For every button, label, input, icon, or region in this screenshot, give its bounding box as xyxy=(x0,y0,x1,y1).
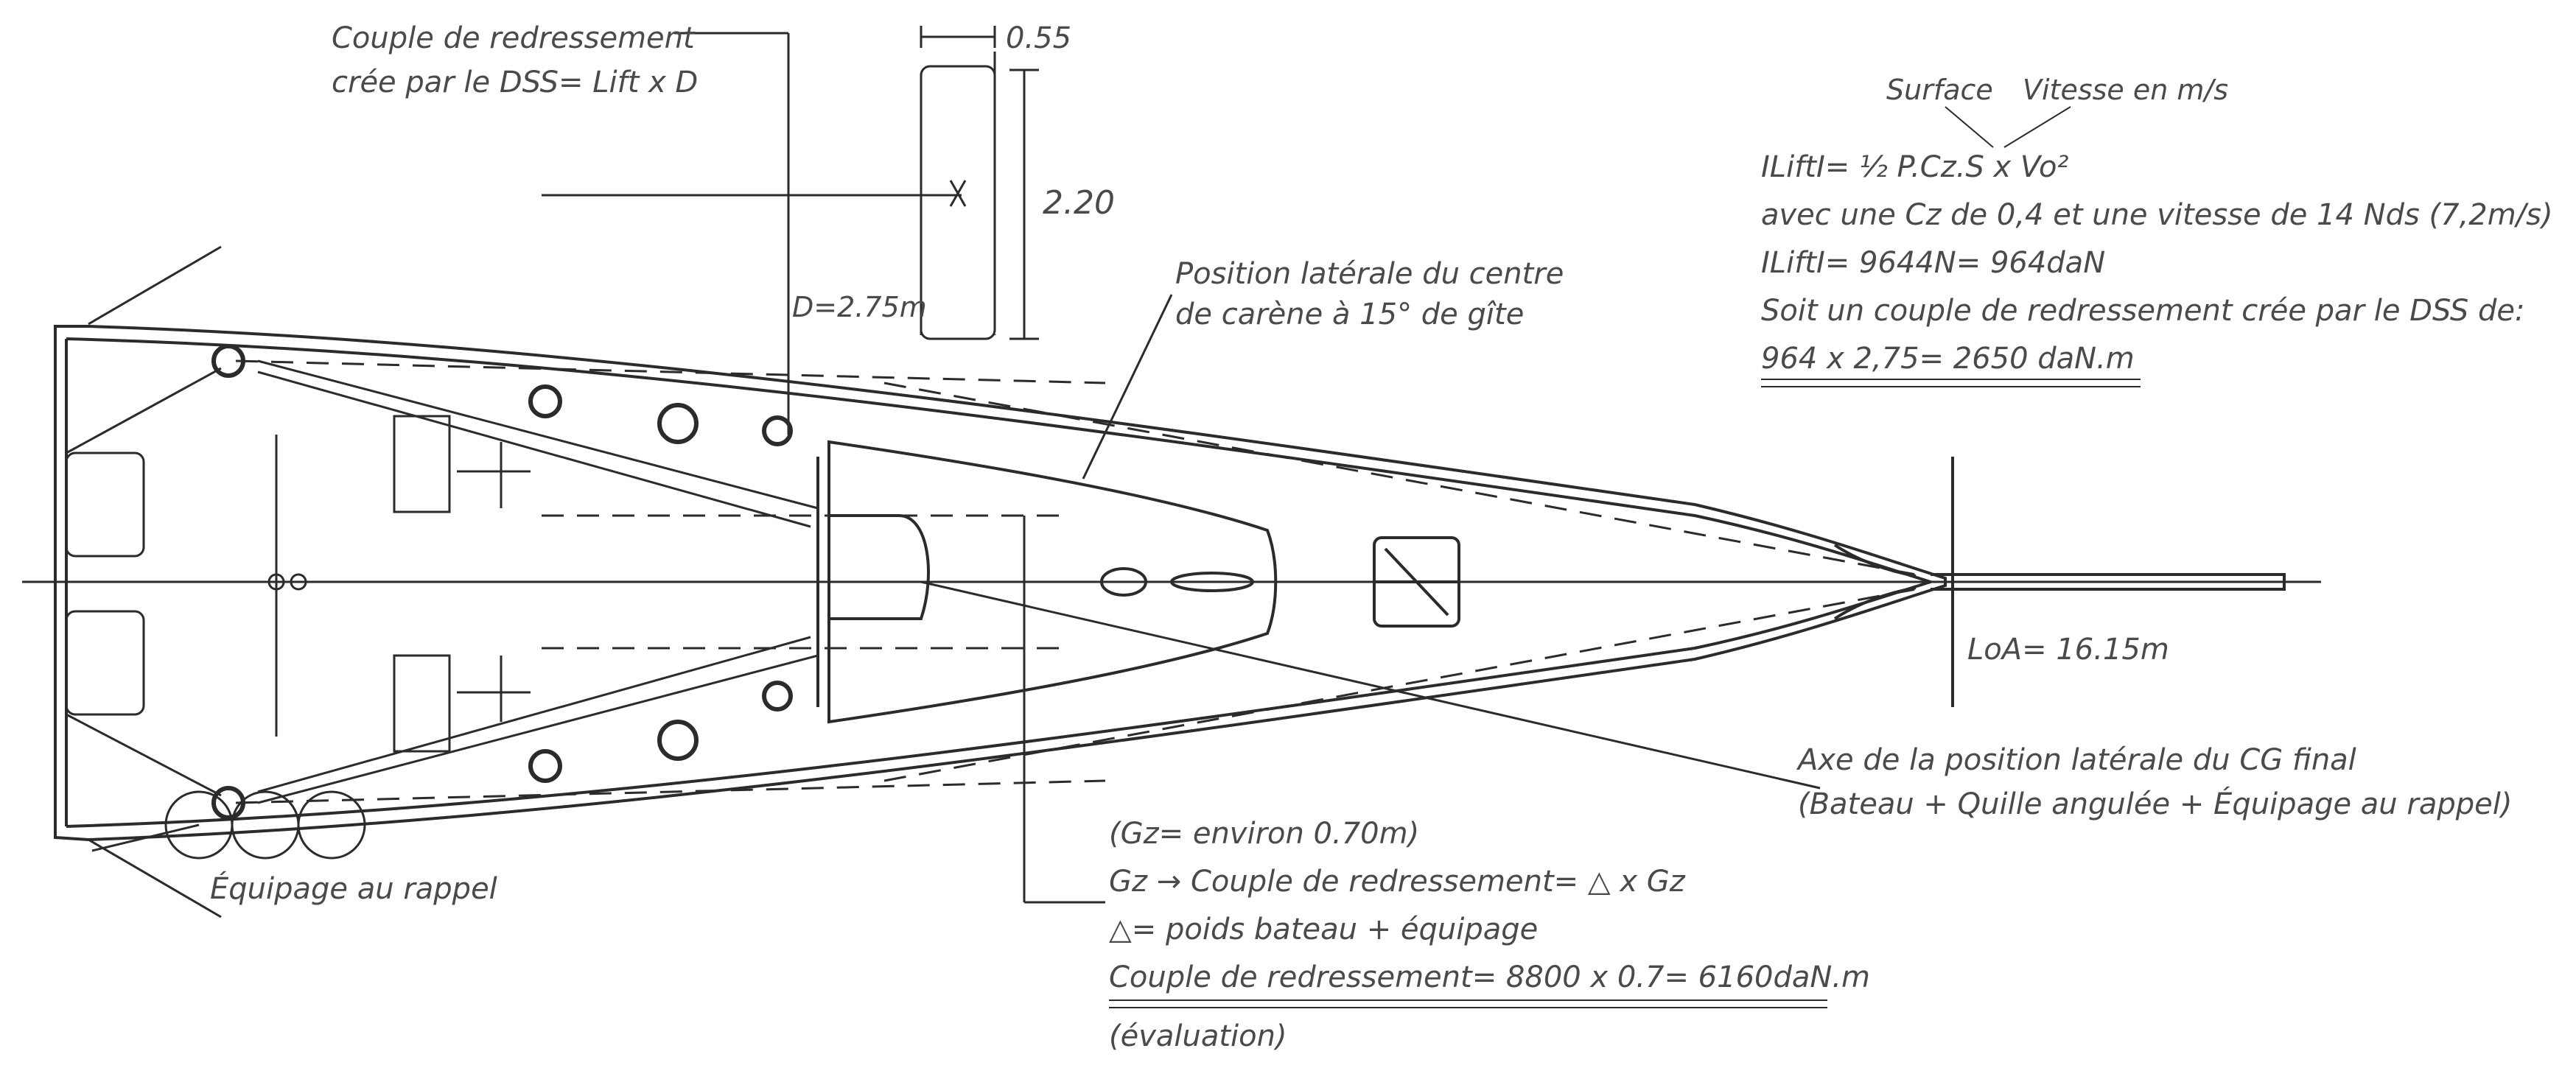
loa-label: LoA= 16.15m xyxy=(1967,633,2169,667)
gz-line-3: △= poids bateau + équipage xyxy=(1109,913,1538,946)
cabin-house xyxy=(816,440,1460,724)
surface-label: Surface xyxy=(1886,74,1993,106)
lift-line-4: Soit un couple de redressement crée par … xyxy=(1761,294,2524,328)
gz-line-1: (Gz= environ 0.70m) xyxy=(1109,817,1419,851)
dss-foil xyxy=(542,65,996,435)
gz-line-5: (évaluation) xyxy=(1109,1019,1287,1053)
dim-d-label: D=2.75m xyxy=(792,291,927,323)
lift-line-2: avec une Cz de 0,4 et une vitesse de 14 … xyxy=(1761,198,2553,232)
winches xyxy=(164,344,793,860)
gz-block: (Gz= environ 0.70m) Gz → Couple de redre… xyxy=(1109,817,1870,1053)
dimension-lines xyxy=(91,26,1821,904)
lift-line-1: ILiftI= ½ P.Cz.S x Vo² xyxy=(1761,150,2068,184)
righting-couple-sub: crée par le DSS= Lift x D xyxy=(332,66,698,99)
cg-label-2: (Bateau + Quille angulée + Équipage au r… xyxy=(1798,786,2512,821)
lift-formula-block: Surface Vitesse en m/s ILiftI= ½ P.Cz.S … xyxy=(1761,74,2553,387)
dim-height-label: 2.20 xyxy=(1043,184,1115,222)
lift-line-5: 964 x 2,75= 2650 daN.m xyxy=(1761,342,2135,376)
lift-line-3: ILiftI= 9644N= 964daN xyxy=(1761,246,2105,280)
dim-width-label: 0.55 xyxy=(1006,21,1071,55)
stern-seats xyxy=(65,245,222,918)
gz-line-4: Couple de redressement= 8800 x 0.7= 6160… xyxy=(1109,960,1870,994)
gz-line-2: Gz → Couple de redressement= △ x Gz xyxy=(1109,865,1686,899)
righting-couple-title: Couple de redressement xyxy=(332,21,696,55)
crew-label: Équipage au rappel xyxy=(210,871,497,906)
deck-hardware xyxy=(257,359,819,804)
buoyancy-label-1: Position latérale du centre xyxy=(1175,257,1564,291)
cg-label-1: Axe de la position latérale du CG final xyxy=(1796,743,2356,777)
bowsprit xyxy=(1833,457,2286,707)
vitesse-label: Vitesse en m/s xyxy=(2023,74,2228,106)
buoyancy-label-2: de carène à 15° de gîte xyxy=(1175,298,1524,331)
hull-outline xyxy=(54,325,1947,842)
